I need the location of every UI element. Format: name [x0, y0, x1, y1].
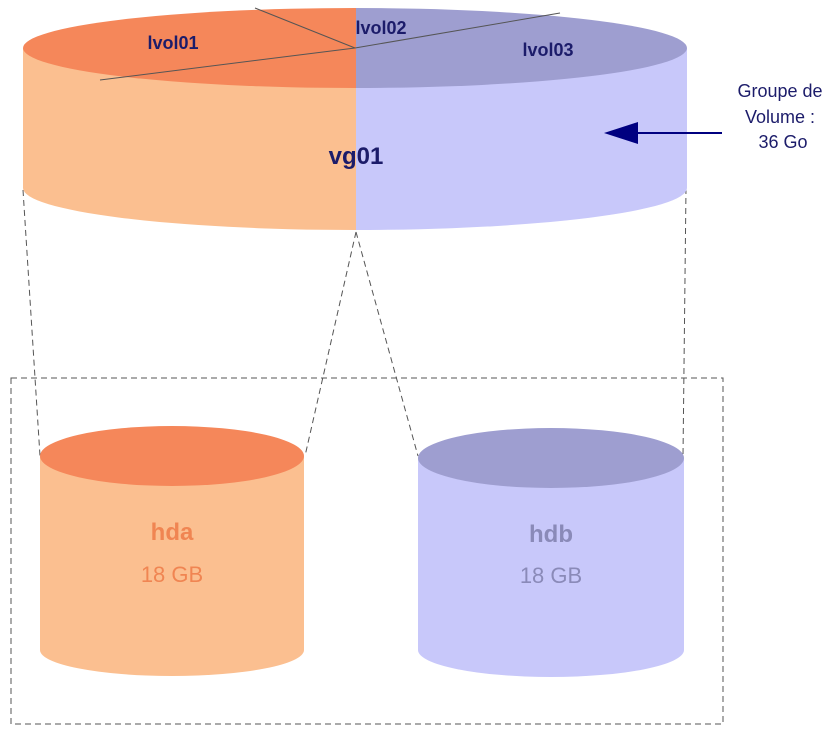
hda-cylinder: [40, 426, 304, 676]
lvol02-label: lvol02: [355, 18, 406, 38]
vg-cylinder-left: [23, 8, 356, 230]
annotation-line-3: 36 Go: [758, 132, 807, 152]
vg-name-label: vg01: [329, 143, 384, 170]
hdb-size: 18 GB: [520, 563, 582, 588]
connector-lines: [22, 187, 687, 457]
annotation-arrow: [604, 122, 722, 144]
physical-disks-frame: [10, 377, 724, 725]
annotation-line-2: Volume :: [745, 107, 815, 127]
lvol01-label: lvol01: [147, 33, 198, 53]
lvol03-label: lvol03: [522, 40, 573, 60]
hdb-cylinder: [418, 428, 684, 677]
hda-size: 18 GB: [141, 562, 203, 587]
vg-cylinder-right: [356, 8, 687, 230]
lvol-divider-lines: [99, 7, 561, 81]
annotation-line-1: Groupe de: [737, 81, 822, 101]
hda-name: hda: [151, 519, 194, 546]
hdb-name: hdb: [529, 521, 573, 548]
